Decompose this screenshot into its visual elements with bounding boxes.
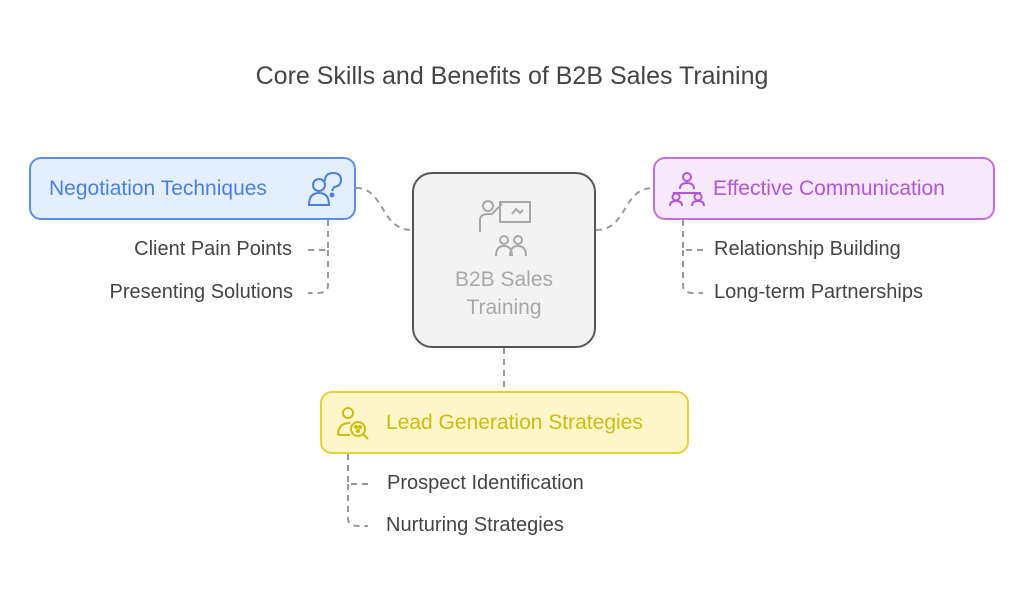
sub-item-long-term-partnerships: Long-term Partnerships — [714, 281, 923, 303]
center-label-line1: B2B Sales — [454, 268, 554, 291]
sub-item-nurturing-strategies: Nurturing Strategies — [386, 514, 564, 536]
person-speech-icon — [307, 171, 343, 206]
branch-label: Lead Generation Strategies — [386, 410, 643, 434]
diagram-title: Core Skills and Benefits of B2B Sales Tr… — [255, 62, 769, 90]
branch-lead-generation-strategies: Lead Generation Strategies — [320, 391, 689, 454]
sub-item-relationship-building: Relationship Building — [714, 238, 901, 260]
center-label-line2: Training — [466, 296, 542, 319]
center-node: B2B Sales Training — [412, 172, 596, 348]
branch-effective-communication: Effective Communication — [653, 157, 995, 220]
branch-negotiation-techniques: Negotiation Techniques — [29, 157, 356, 220]
branch-label: Effective Communication — [713, 176, 945, 200]
presenter-audience-icon — [479, 200, 531, 257]
person-search-icon — [337, 407, 369, 440]
sub-item-presenting-solutions: Presenting Solutions — [109, 281, 293, 303]
group-meeting-icon — [669, 172, 705, 207]
sub-item-prospect-identification: Prospect Identification — [387, 472, 584, 494]
sub-item-client-pain-points: Client Pain Points — [134, 238, 292, 260]
branch-label: Negotiation Techniques — [49, 176, 267, 200]
